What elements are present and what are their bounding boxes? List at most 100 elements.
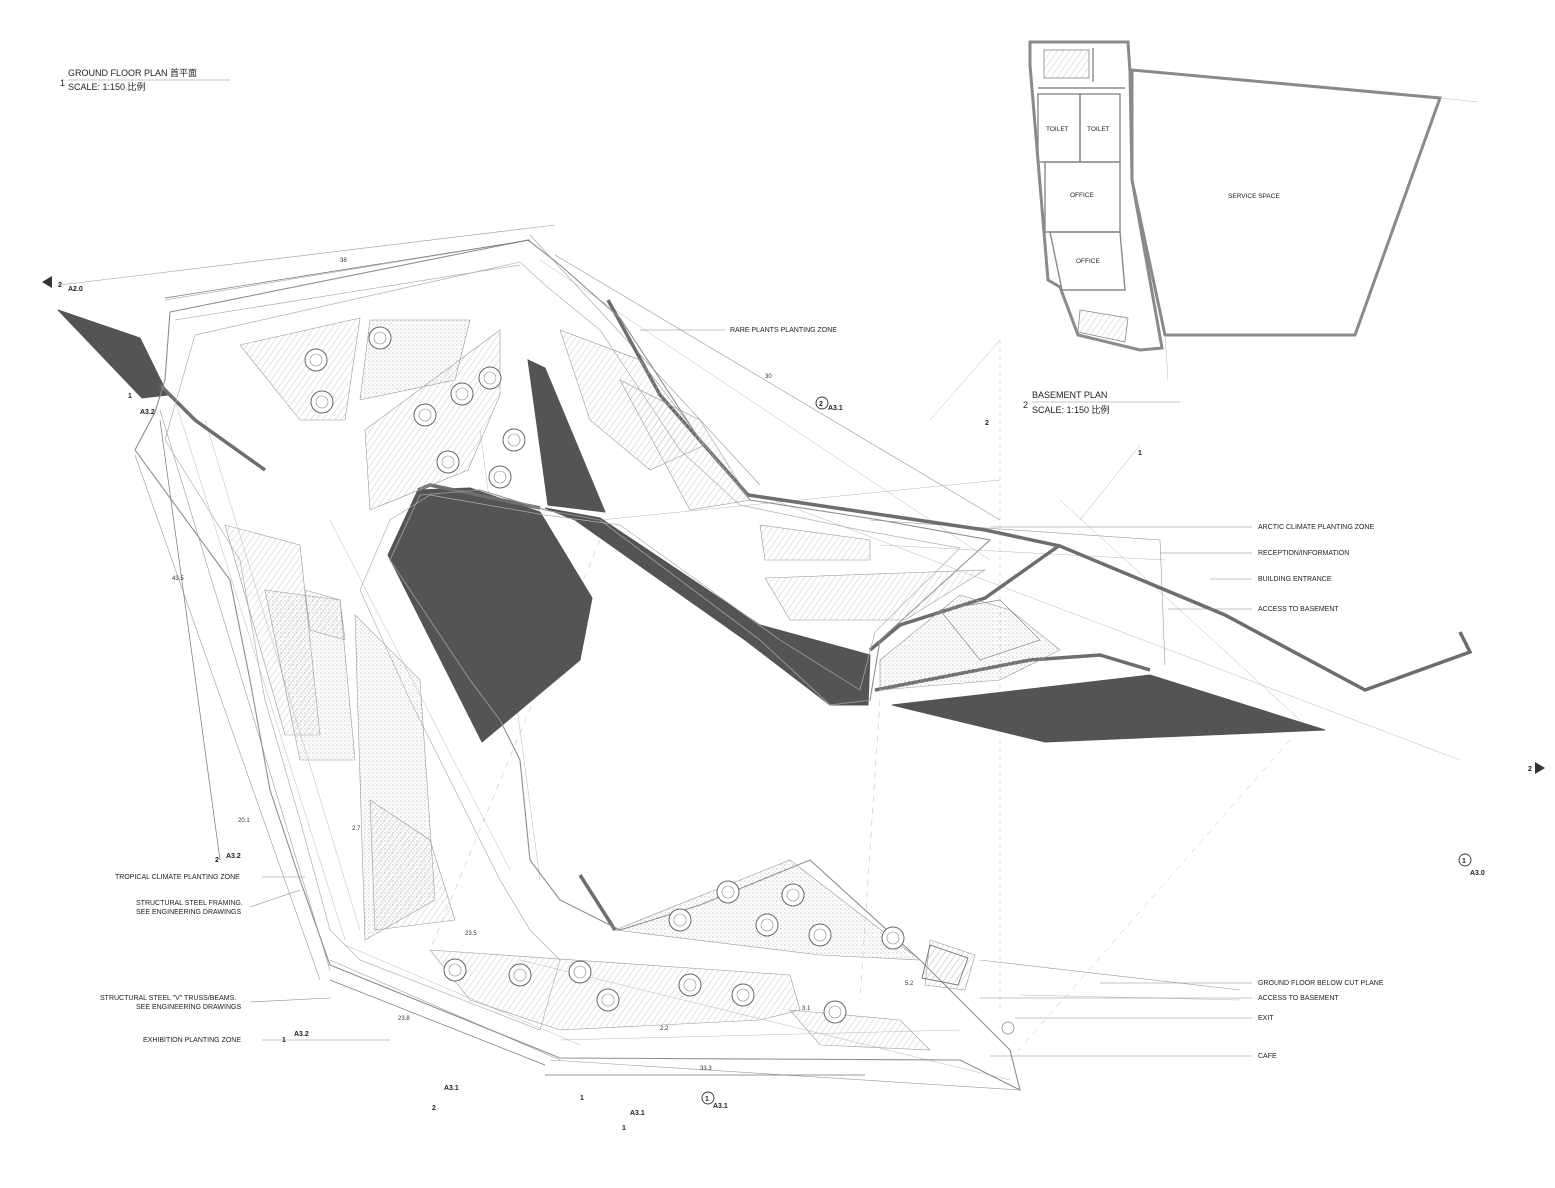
ground-floor-plan-scale: SCALE: 1:150 比例 [68,81,146,92]
construction-lines [59,224,1461,1091]
grid-mark-two-mid: 2 [985,420,989,427]
section-marker-a2-0-east: 2 [1528,762,1545,774]
zone-exhibition-north [614,859,921,961]
tree-symbol [502,428,526,452]
tree-symbol [716,880,740,904]
toilet-1-label: TOILET [1046,126,1069,133]
callout-tropical-zone: TROPICAL CLIMATE PLANTING ZONE [115,874,240,881]
tree-symbol [731,983,755,1007]
tree-symbol [436,450,460,474]
zone-arctic [759,524,871,561]
grid-mark-two-east: 2 [1528,766,1532,773]
callout-steel-framing-1: STRUCTURAL STEEL FRAMING. [136,900,243,907]
tree-symbol-inner [493,470,507,484]
tree-symbol-inner [309,353,323,367]
right-callouts: RARE PLANTS PLANTING ZONE ARCTIC CLIMATE… [640,327,1384,1060]
grid-mark-one-south: 1 [705,1096,709,1103]
callout-v-truss-2: SEE ENGINEERING DRAWINGS [136,1004,241,1011]
callout-arctic-zone: ARCTIC CLIMATE PLANTING ZONE [1258,524,1374,531]
tree-symbol-inner [673,913,687,927]
section-marker-a3-2-southwest: 1 A3.2 [282,1031,309,1044]
dim-small-3: 5.2 [905,981,914,987]
zone-tropical-5 [369,799,456,931]
tree-symbol-inner [455,387,469,401]
void-strip-northwest [57,309,169,399]
office-1-label: OFFICE [1070,192,1094,199]
section-marker-a3-0: 1 A3.0 [1458,853,1485,877]
tree-symbol-inner [828,1005,842,1019]
callout-rare-plants-zone: RARE PLANTS PLANTING ZONE [730,327,837,334]
zone-nw-1 [239,317,361,421]
basement-core-outline [1028,40,1164,352]
grid-mark-one-bottom-2: 1 [622,1125,626,1132]
tree-symbol-inner [441,455,455,469]
ground-floor-plan-number: 1 [60,78,65,88]
tree-symbol [678,973,702,997]
zone-north-strip-2 [619,379,751,511]
tree-symbol-inner [573,965,587,979]
dim-bottom: 33.3 [700,1066,712,1072]
grid-mark-two-north: 2 [819,401,823,408]
void-channel [544,507,871,706]
tree-symbol [808,923,832,947]
tag-a3-1-south: A3.1 [713,1103,728,1110]
dim-small-4: 2.2 [660,1026,669,1032]
section-marker-northwest: 1 A3.2 [128,393,155,416]
callout-access-basement-top: ACCESS TO BASEMENT [1258,606,1339,613]
dim-small-2: 2.7 [352,826,361,832]
section-marker-a3-1-north: 2 A3.1 [815,396,843,412]
tree-symbol-inner [483,371,497,385]
grid-mark-one-nw: 1 [128,393,132,400]
tree-symbol [781,883,805,907]
tree-symbol [310,390,334,414]
basement-title-block: 2 BASEMENT PLAN SCALE: 1:150 比例 [1023,390,1180,415]
service-space-outline [1130,68,1443,337]
grid-mark-two-west: 2 [58,282,62,289]
basement-plan-scale: SCALE: 1:150 比例 [1032,404,1110,415]
service-space-label: SERVICE SPACE [1228,193,1280,200]
section-marker-a3-1-south: 1 A3.1 [701,1091,728,1110]
void-central-pool [387,487,593,743]
grid-mark-one-a3: 1 [1462,858,1466,865]
callout-reception: RECEPTION/INFORMATION [1258,550,1349,557]
tree-symbol-inner [507,433,521,447]
callout-v-truss-1: STRUCTURAL STEEL "V" TRUSS/BEAMS. [100,995,236,1002]
callout-steel-framing-2: SEE ENGINEERING DRAWINGS [136,909,241,916]
dim-small-1: 3.1 [802,1006,811,1012]
callout-access-basement-bottom: ACCESS TO BASEMENT [1258,995,1339,1002]
tree-symbol [668,908,692,932]
dim-top: 38 [340,258,347,264]
grid-mark-one-bottom: 1 [580,1095,584,1102]
grid-mark-one-left: 1 [282,1037,286,1044]
tag-a3-0: A3.0 [1470,870,1485,877]
tree-symbol [488,465,512,489]
stair-south-east [921,944,969,986]
office-2-label: OFFICE [1076,258,1100,265]
grid-mark-one-mid: 1 [1138,450,1142,457]
tree-symbol [823,1000,847,1024]
tag-a3-2-west: A3.2 [226,853,241,860]
zone-arctic-2 [764,569,987,621]
tree-symbol-inner [448,963,462,977]
basement-stair-top [1043,48,1094,82]
tree-symbol [508,963,532,987]
void-east-basin [891,674,1326,743]
zone-exhibition-east [789,1009,931,1051]
office-2-room [1049,231,1126,291]
tree-symbol [755,913,779,937]
zone-tropical-3 [304,589,346,641]
dim-left-2: 20.1 [238,818,250,824]
tag-a3-1-bottom: A3.1 [444,1085,459,1092]
tree-symbol-inner [886,931,900,945]
tag-a3-2-nw: A3.2 [140,409,155,416]
section-marker-bottom-left: 2 A3.1 1 1 A3.1 [432,1085,645,1132]
tree-symbol-inner [373,331,387,345]
tree-symbol [450,382,474,406]
tree-symbol-inner [513,968,527,982]
tag-a2-0-west: A2.0 [68,286,83,293]
tree-symbol-inner [760,918,774,932]
tree-symbol [443,958,467,982]
callout-ground-below-cut: GROUND FLOOR BELOW CUT PLANE [1258,980,1384,987]
tree-symbol-inner [601,993,615,1007]
